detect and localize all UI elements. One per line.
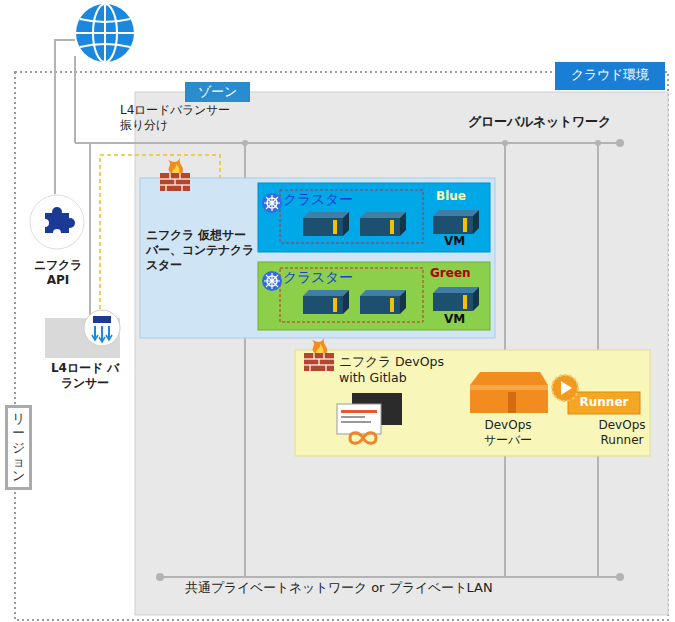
globe-icon	[76, 4, 134, 62]
api-icon	[52, 207, 62, 217]
load-balancer-node: L4ロード バランサー	[45, 305, 125, 397]
cluster-box-outline	[280, 268, 423, 322]
server-icon	[360, 290, 406, 314]
runner-icon	[552, 375, 578, 401]
devops-box-outline	[295, 350, 650, 456]
kubernetes-icon	[262, 271, 282, 291]
runner-icon	[561, 381, 572, 395]
server-group-box: クラスターBlueVMクラスターGreenVMニフクラ 仮想サーバー、コンテナク…	[140, 178, 495, 338]
api-icon	[30, 195, 84, 249]
blue-env-box-outline	[258, 183, 490, 252]
globe-icon	[80, 19, 130, 47]
vm-label: VM	[444, 312, 465, 327]
server-label: DevOps サーバー	[478, 418, 538, 448]
runner-label: Runner	[568, 395, 640, 410]
devops-title: ニフクラ DevOps with Gitlab	[339, 354, 457, 385]
network-dot	[242, 140, 248, 146]
network-label: 共通プライベートネットワーク or プライベートLAN	[185, 580, 565, 596]
network-line	[89, 143, 91, 318]
cluster-label: クラスター	[283, 191, 353, 209]
devops-server-icon	[470, 385, 548, 390]
server-group-box-outline	[140, 178, 495, 338]
network-dot	[156, 573, 164, 581]
devops-server-icon	[508, 392, 516, 413]
network-line	[74, 56, 76, 143]
server-icon	[360, 212, 406, 236]
network-dot	[616, 139, 624, 147]
load-balancer-icon	[93, 316, 111, 323]
gitlab-icon	[341, 416, 365, 418]
runner-box-outline	[568, 392, 640, 414]
server-icon	[303, 212, 349, 236]
env-name: Green	[430, 266, 471, 281]
network-dot	[502, 140, 508, 146]
green-env-box: クラスター GreenVM	[258, 262, 490, 330]
gitlab-icon	[350, 433, 376, 444]
gitlab-icon	[341, 410, 377, 413]
firewall-icon	[160, 158, 334, 371]
region-label: リージョン	[5, 405, 32, 490]
load-balancer-icon	[92, 335, 112, 342]
group-label: ニフクラ 仮想サーバー、コンテナクラスター	[146, 228, 258, 273]
api-icon	[53, 229, 61, 237]
vm-label: VM	[444, 234, 465, 249]
api-node: ニフクラ API	[22, 192, 94, 292]
load-balancer-icon	[84, 310, 120, 346]
box-fill	[140, 178, 650, 456]
runner-box: Runner	[568, 392, 640, 414]
cluster-label: クラスター	[283, 269, 353, 287]
cluster-box-outline	[280, 190, 423, 243]
runner-icon	[552, 375, 578, 401]
load-balancer-label: L4ロード バランサー	[45, 361, 125, 391]
runner-caption: DevOps Runner	[596, 418, 648, 448]
network-dot	[616, 573, 624, 581]
cloud-region: クラスターBlueVMクラスターGreenVMニフクラ 仮想サーバー、コンテナク…	[15, 72, 668, 620]
network-line	[160, 576, 620, 578]
network-label: グローバルネットワーク	[468, 114, 611, 130]
network-line	[55, 40, 75, 194]
firewall-icon	[160, 158, 190, 191]
devops-server-icon	[470, 372, 548, 413]
api-label: ニフクラ API	[22, 258, 94, 288]
server-icon	[303, 290, 349, 314]
region-fill	[15, 72, 668, 620]
zone-box: クラスターBlueVMクラスターGreenVMニフクラ 仮想サーバー、コンテナク…	[135, 92, 668, 615]
load-balancer-icon	[45, 310, 120, 358]
blue-env-box: クラスター BlueVM	[258, 183, 490, 252]
server-icon	[303, 210, 479, 314]
network-dot	[595, 140, 601, 146]
cloud-region-outline	[15, 72, 668, 620]
env-name: Blue	[436, 189, 466, 204]
api-icon	[30, 195, 84, 249]
globe-icon	[76, 4, 134, 62]
devops-server-icon	[470, 372, 548, 413]
zone-label: ゾーン	[185, 82, 250, 102]
api-icon	[65, 218, 75, 228]
gitlab-icon	[337, 393, 402, 443]
server-icon	[433, 287, 479, 311]
kubernetes-icon	[262, 193, 282, 213]
network-line	[55, 40, 620, 577]
network-label: L4ロードバランサー 振り分け	[120, 103, 238, 133]
network-line	[75, 142, 620, 144]
kubernetes-icon	[262, 193, 282, 291]
gitlab-icon	[341, 421, 371, 423]
region-title: クラウド環境	[555, 62, 665, 90]
gitlab-icon	[337, 404, 381, 434]
devops-box: Runner ニフクラ DevOps with Gitlab	[295, 350, 650, 456]
server-icon	[433, 210, 479, 234]
cluster-box: クラスター	[280, 190, 423, 243]
zone-box-outline	[135, 92, 668, 615]
firewall-icon	[304, 338, 334, 371]
globe-icon	[76, 32, 134, 34]
api-icon	[41, 219, 49, 227]
green-env-box-outline	[258, 262, 490, 330]
cluster-box: クラスター	[280, 268, 423, 322]
